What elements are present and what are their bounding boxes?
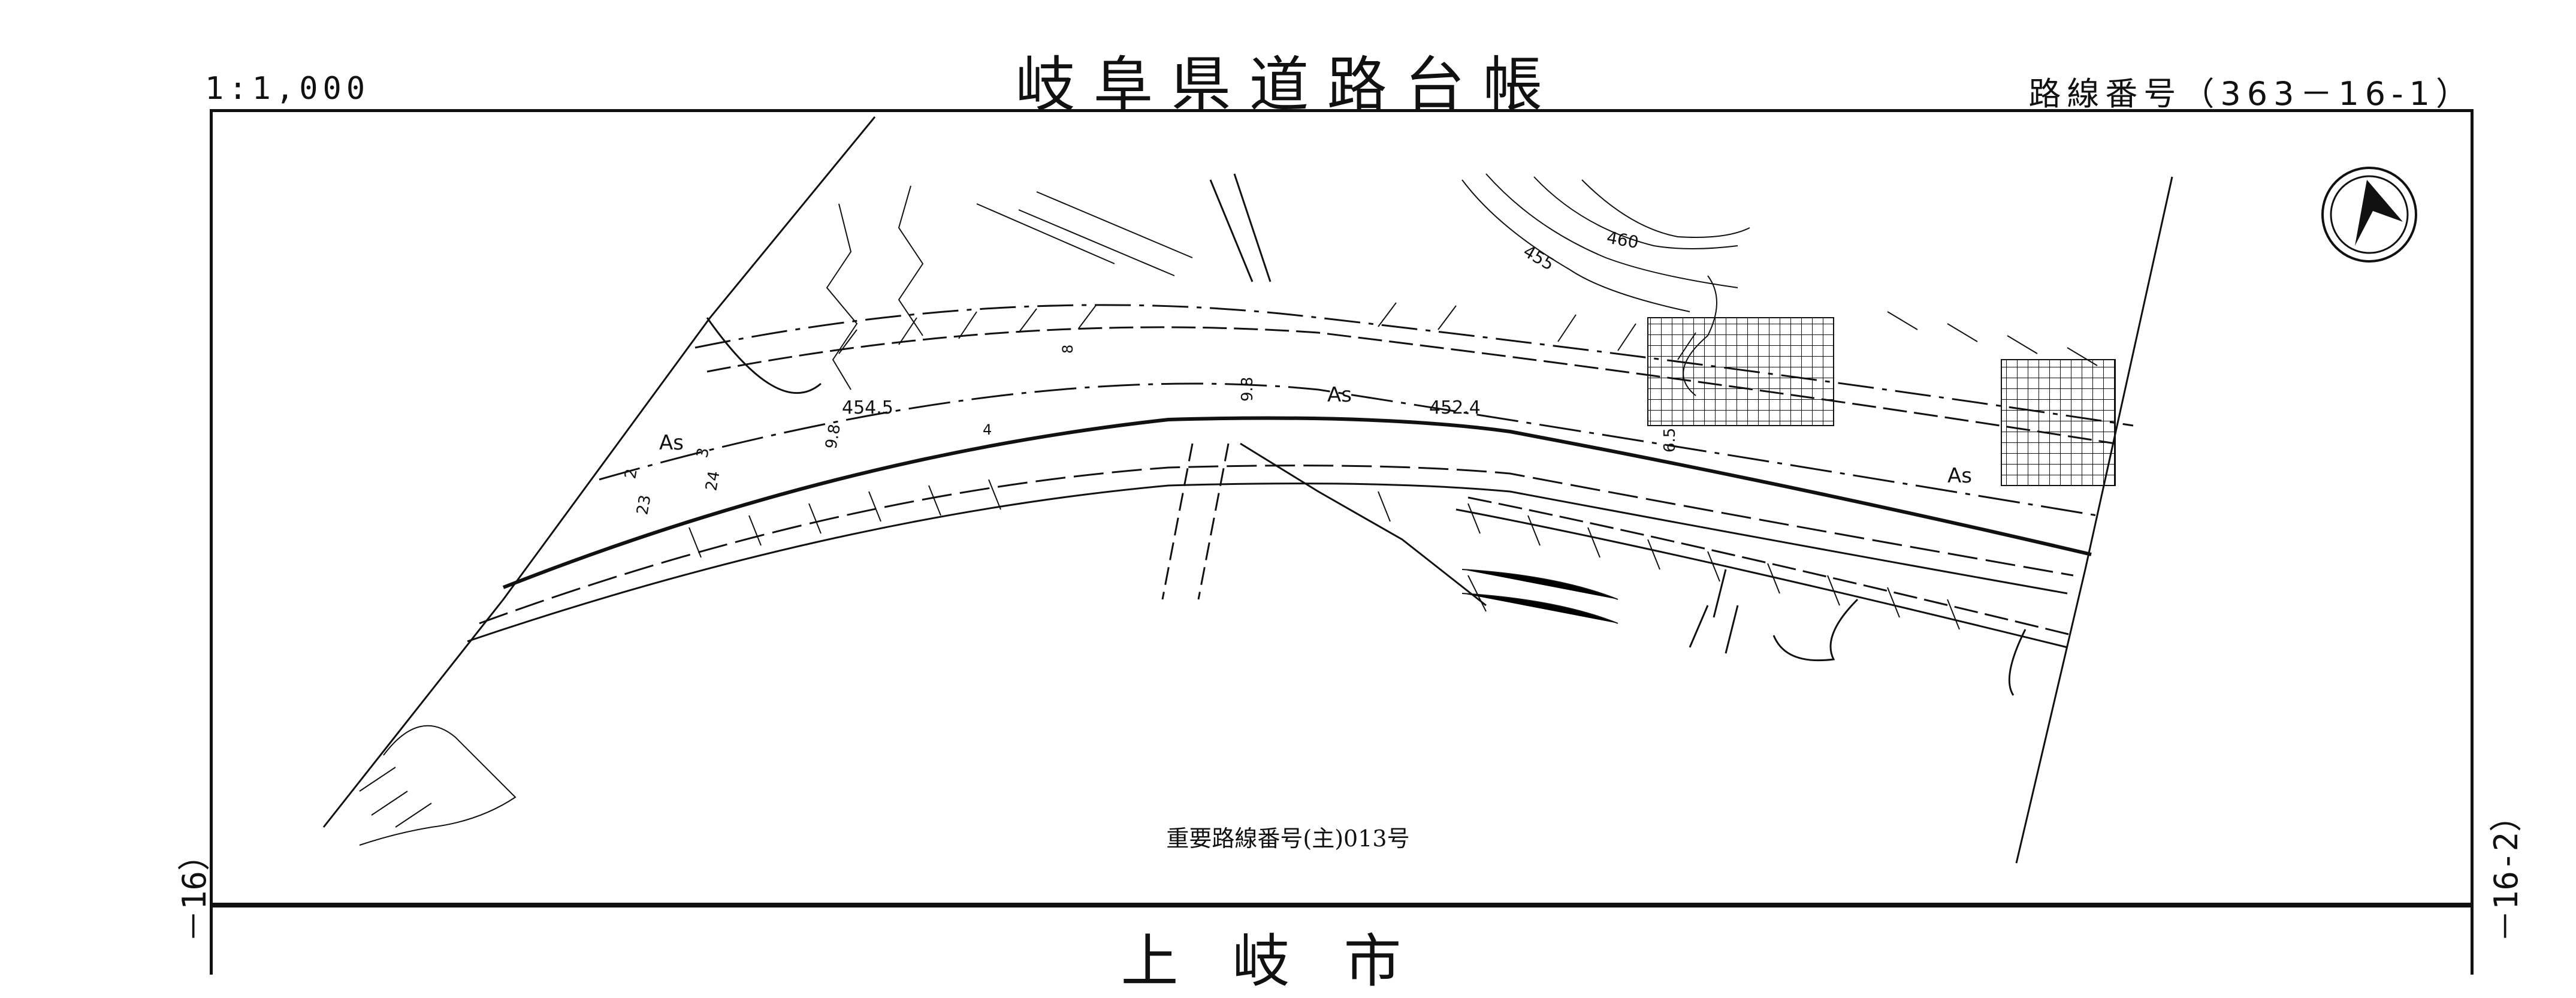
- lower-sheet-frame: [210, 903, 2474, 975]
- hatched-area-left: [1647, 317, 1834, 426]
- important-route-number: 重要路線番号(主)013号: [1166, 825, 1410, 852]
- road-edges: [467, 304, 2134, 649]
- route-number: 路線番号（363－16-1）: [2028, 75, 2474, 113]
- surface-label: As: [1327, 383, 1352, 407]
- surface-label: As: [1947, 464, 1972, 488]
- width-label: 9.8: [822, 423, 844, 450]
- side-roads: [1161, 173, 2027, 696]
- width-label: 24: [702, 469, 723, 492]
- elevation-label: 452.4: [1429, 397, 1481, 418]
- lower-sheet-title: 上岐市: [1121, 928, 1455, 995]
- left-boundary-lines: [322, 116, 876, 828]
- slope-hatching-bottom: [688, 479, 1960, 630]
- elevation-label: 454.5: [842, 397, 893, 418]
- width-label: 2: [621, 468, 641, 481]
- width-label: 6.5: [1661, 428, 1679, 453]
- map-frame: [210, 109, 2474, 907]
- page-title: 岐阜県道路台帳: [1015, 50, 1561, 120]
- north-arrow-icon: [2321, 167, 2417, 263]
- width-label: 3: [693, 447, 712, 460]
- slope-hatching-top: [838, 191, 2098, 366]
- width-label: 4: [983, 421, 992, 438]
- surface-label: As: [659, 431, 684, 455]
- width-label: 23: [633, 493, 654, 516]
- hatched-area-right: [2001, 359, 2116, 486]
- map-scale: 1:1,000: [205, 71, 370, 107]
- cliff-areas: [359, 185, 924, 846]
- contour-label: 455: [1520, 241, 1558, 274]
- right-boundary-lines: [2015, 176, 2173, 864]
- contour-label: 460: [1605, 227, 1640, 252]
- width-label: 9.8: [1239, 377, 1257, 402]
- width-label: 8: [1059, 345, 1076, 354]
- road-map-drawing[interactable]: As As As 454.5 452.4 455 460 9.8 9.8 6.5…: [0, 0, 2576, 942]
- map-labels: As As As 454.5 452.4 455 460 9.8 9.8 6.5…: [621, 227, 1972, 516]
